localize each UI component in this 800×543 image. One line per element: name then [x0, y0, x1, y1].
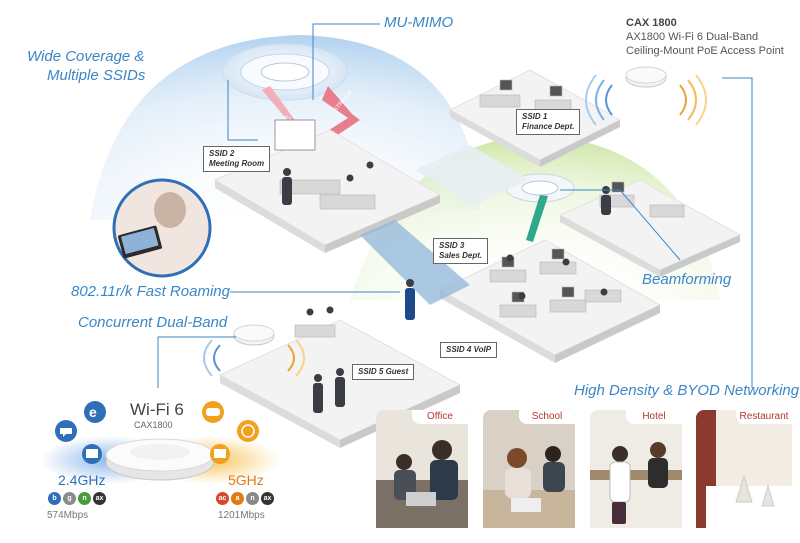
restaurant-photo — [696, 410, 792, 528]
venue-restaurant: Restaurant — [696, 410, 792, 528]
floor-sales — [438, 239, 662, 363]
band-5-speed: 1201Mbps — [218, 510, 265, 521]
tablet-photo — [112, 178, 212, 278]
stream-arrow-up — [322, 86, 360, 140]
venue-restaurant-label: Restaurant — [736, 410, 792, 424]
product-model: CAX 1800 — [626, 17, 677, 29]
mode-badge-ac: ac — [216, 492, 229, 505]
venue-hotel-label: Hotel — [626, 410, 682, 424]
band-24-icons: e — [55, 401, 106, 464]
mode-badge-n: n — [78, 492, 91, 505]
callout-lines — [157, 23, 753, 388]
dual-band-ap — [233, 324, 275, 346]
product-desc-2: Ceiling-Mount PoE Access Point — [626, 45, 784, 57]
office-photo — [376, 410, 468, 528]
school-photo — [483, 410, 575, 528]
venue-hotel: Hotel — [590, 410, 682, 528]
wide-coverage-label: Wide Coverage & Multiple SSIDs — [27, 48, 146, 84]
people — [282, 161, 611, 413]
globe-icon — [237, 420, 259, 442]
hotel-photo — [590, 410, 682, 528]
browser-icon — [84, 401, 106, 423]
ssid-4-tag: SSID 4 VoIP — [440, 342, 498, 358]
mode-badge-g: g — [63, 492, 76, 505]
cax1800-product-ap — [625, 66, 667, 88]
stairs — [415, 145, 530, 205]
band-24-label: 2.4GHz — [58, 472, 106, 488]
high-density-label: High Density & BYOD Networking — [574, 382, 800, 399]
beamforming-label: Beamforming — [642, 271, 732, 288]
venue-school-label: School — [519, 410, 575, 424]
mode-badge-a: a — [231, 492, 244, 505]
svg-text:e: e — [89, 404, 97, 420]
device-model-label: CAX1800 — [134, 420, 173, 430]
product-desc-1: AX1800 Wi-Fi 6 Dual-Band — [626, 31, 759, 43]
mode-badge-b: b — [48, 492, 61, 505]
wifi-waves — [203, 74, 707, 377]
mode-badge-n: n — [246, 492, 259, 505]
workstations — [274, 79, 685, 338]
mode-badge-ax: ax — [261, 492, 274, 505]
fast-roaming-label: 802.11r/k Fast Roaming — [71, 283, 230, 300]
ssid-5-tag: SSID 5 Guest — [352, 364, 415, 380]
product-info: CAX 1800 AX1800 Wi-Fi 6 Dual-Band Ceilin… — [626, 16, 784, 58]
venue-school: School — [483, 410, 575, 528]
cax1800-device — [40, 436, 280, 484]
band-5-label: 5GHz — [228, 472, 264, 488]
dual-band-label: Concurrent Dual-Band — [78, 314, 228, 331]
roaming-path — [360, 220, 470, 305]
venue-office-label: Office — [412, 410, 468, 424]
wifi6-label: Wi-Fi 6 — [130, 400, 184, 419]
mu-mimo-label: MU-MIMO — [384, 14, 454, 31]
venue-office: Office — [376, 410, 468, 528]
band-5-icons — [202, 401, 259, 464]
mode-badge-ax: ax — [93, 492, 106, 505]
band-24-speed: 574Mbps — [47, 510, 89, 521]
mu-mimo-access-point — [222, 43, 348, 101]
